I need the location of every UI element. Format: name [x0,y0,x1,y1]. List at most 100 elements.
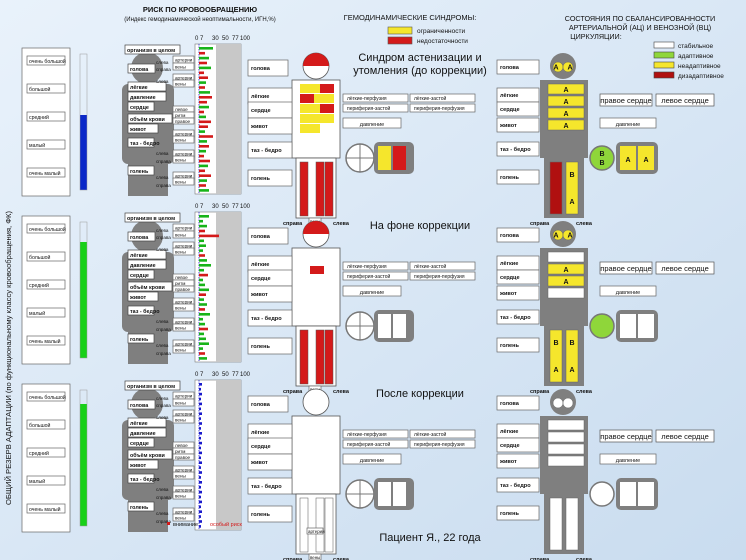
risk-bar [199,254,205,257]
reserve-level-box [26,111,66,122]
balance-legend-disadaptive: дизадаптивное [678,73,724,80]
panel-title-line1: После коррекции [376,388,464,400]
torso-syndrome-cell [300,94,314,103]
risk-scale-tick: 30 [212,36,219,42]
risk-bar [199,308,205,311]
sublabel-text: артерии [175,174,193,179]
side-left-label: слева [333,221,350,227]
right-heart-label: правое сердце [600,96,651,105]
reserve-bar-frame [79,221,88,359]
gauge-cell [378,146,391,170]
sublabel-text: вены [175,250,186,255]
sublabel-text: артерии [175,412,193,417]
balance-side-right: справа [530,221,550,227]
perfusion-label: периферия-застой [347,105,390,112]
body-region-label: голова [251,234,271,240]
balance-region-box [496,309,540,325]
balance-pressure-box [599,285,657,297]
sublabel-text: вены [175,180,186,185]
organ-label: организм в целом [127,48,175,54]
reserve-level-box [26,139,66,150]
organ-label-box [127,269,155,280]
balance-legend-nonadaptive: неадаптивное [678,63,721,70]
organ-label-box [127,399,156,410]
leg-vessel [324,497,334,553]
balance-gauge-cell [620,482,636,506]
balance-region-box [496,285,540,301]
reserve-level-label: большой [29,86,51,93]
heart-sublabel-text: правое [175,119,191,124]
patient-label: Пациент Я., 22 года [379,532,481,544]
organ-label-box [127,427,167,438]
balance-cell-letter: А [563,123,568,130]
gauge-cell [378,314,391,338]
risk-scale-tick: 50 [222,204,229,210]
sublabel-box [172,79,195,88]
risk-chart-special-zone [216,212,241,362]
reserve-level-label: малый [29,478,45,485]
legend-label-insufficiency: недостаточности [417,38,468,45]
heart-sublabel-text: правое [175,455,191,460]
risk-bar [199,229,205,233]
risk-scale-tick: 50 [222,372,229,378]
risk-bar [199,174,211,177]
body-region-box [247,505,293,523]
sublabel-text: артерии [175,488,193,493]
perfusion-label: лёгкие-перфузия [347,432,387,438]
balance-leg-letter: А [569,367,574,374]
perfusion-label: лёгкие-перфузия [347,96,387,102]
perfusion-box [342,429,409,439]
risk-bar [199,149,206,153]
torso-syndrome-cell [314,94,334,103]
risk-bar [199,164,208,168]
side-label-text: слева [156,228,169,233]
balance-region-box [496,437,540,453]
body-region-label: лёгкие [251,430,269,436]
risk-bar [199,96,212,99]
risk-bar [199,342,209,345]
balance-title-3: ЦИРКУЛЯЦИИ: [570,32,621,41]
perfusion-box [342,103,409,113]
balance-legend-adaptive: адаптивное [678,53,714,60]
leg-vessel [324,329,334,385]
organ-label-box [127,123,159,134]
perfusion-label: периферия-перфузия [414,442,465,448]
balance-gauge-cell [638,482,654,506]
organ-label: объём крови [130,452,165,459]
sublabel-text: артерии [175,152,193,157]
reserve-level-box [26,223,66,234]
risk-bar [199,387,201,391]
risk-bar [199,145,209,148]
pressure-label: давление [360,290,385,296]
risk-bar [199,219,203,223]
reserve-level-box [26,307,66,318]
risk-bar [199,298,204,301]
panel-title: После коррекции [376,388,464,400]
risk-bar [199,510,202,513]
torso-syndrome-cell [300,124,320,133]
balance-region-label: сердце [500,107,520,113]
sublabel-text: артерии [175,76,193,81]
risk-bar [199,407,201,411]
reserve-level-label: малый [29,142,45,149]
organ-label: голова [130,403,149,409]
balance-leg-left [565,497,579,551]
balance-region-label: сердце [500,443,520,449]
sublabel-box [172,230,195,239]
balance-gauge [589,145,615,171]
sublabel-text: артерии [175,510,193,515]
risk-bar [199,481,202,484]
balance-torso-cell [547,287,585,299]
organ-label: живот [129,127,147,133]
body-torso [291,247,341,327]
sublabel-text: артерии [175,468,193,473]
balance-title-1: СОСТОЯНИЯ ПО СБАЛАНСИРОВАННОСТИ [565,14,715,23]
side-label-text: справа [156,403,171,408]
balance-pressure-label: давление [616,290,641,296]
organ-label-box [127,501,155,512]
reserve-bar [80,115,87,190]
